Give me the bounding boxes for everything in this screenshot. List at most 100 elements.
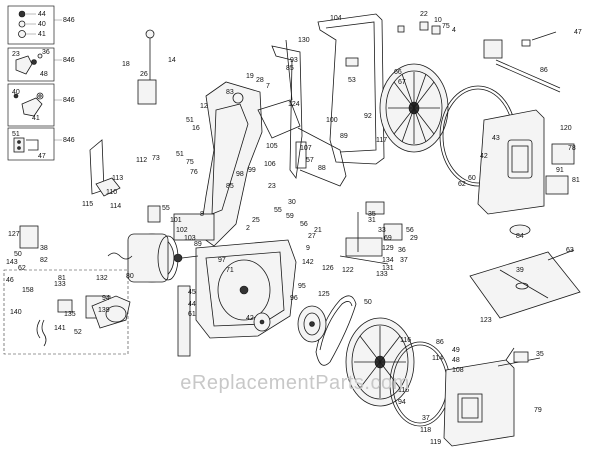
part-number-label: 53 — [348, 77, 356, 84]
part-number-label: 76 — [190, 169, 198, 176]
part-number-label: 69 — [384, 235, 392, 242]
part-number-label: 38 — [40, 245, 48, 252]
part-number-label: 122 — [342, 267, 354, 274]
part-number-label: 43 — [492, 135, 500, 142]
inset-labels: 44 40 41 846 23 36 48 846 40 41 846 51 4… — [12, 11, 75, 160]
part-number-label: 94 — [102, 295, 110, 302]
part-number-label: 141 — [54, 325, 66, 332]
part-number-label: 86 — [436, 339, 444, 346]
part-number-label: 89 — [194, 241, 202, 248]
part-number-label: 36 — [398, 247, 406, 254]
part-number-label: 124 — [288, 101, 300, 108]
saw-table — [469, 224, 581, 319]
part-number-label: 39 — [516, 267, 524, 274]
part-number-label: 14 — [168, 57, 176, 64]
small-parts — [89, 21, 441, 265]
part-number-label: 73 — [152, 155, 160, 162]
part-number-label: 67 — [398, 79, 406, 86]
part-number-label: 129 — [382, 245, 394, 252]
part-number-label: 30 — [288, 199, 296, 206]
inset-label: 846 — [63, 17, 75, 24]
blade-guard-frame — [271, 45, 347, 187]
part-number-label: 123 — [480, 317, 492, 324]
part-number-label: 79 — [534, 407, 542, 414]
part-number-label: 35 — [368, 211, 376, 218]
part-number-label: 49 — [452, 347, 460, 354]
part-number-label: 133 — [54, 281, 66, 288]
part-number-label: 44 — [188, 301, 196, 308]
part-number-label: 134 — [382, 257, 394, 264]
inset-label: 41 — [38, 31, 46, 38]
upper-wheel — [379, 63, 449, 153]
part-number-label: 97 — [218, 257, 226, 264]
part-number-label: 55 — [274, 207, 282, 214]
inset-clamp — [7, 127, 62, 161]
part-number-label: 106 — [264, 161, 276, 168]
part-number-label: 115 — [82, 201, 93, 208]
part-number-label: 50 — [364, 299, 372, 306]
part-number-label: 119 — [430, 439, 441, 446]
side-cover-upper — [477, 109, 575, 215]
inset-label: 48 — [40, 71, 48, 78]
pulley — [253, 305, 327, 343]
part-number-label: 85 — [226, 183, 234, 190]
side-cover-lower — [443, 347, 541, 447]
electrical-inset — [3, 225, 131, 355]
part-number-label: 56 — [406, 227, 414, 234]
part-number-label: 104 — [330, 15, 342, 22]
part-number-label: 56 — [300, 221, 308, 228]
part-number-label: 51 — [176, 151, 184, 158]
inset-label: 846 — [63, 97, 75, 104]
part-number-label: 86 — [540, 67, 548, 74]
part-number-label: 62 — [458, 181, 466, 188]
part-number-label: 25 — [252, 217, 260, 224]
inset-label: 47 — [38, 153, 46, 160]
part-number-label: 21 — [314, 227, 322, 234]
part-number-label: 51 — [186, 117, 194, 124]
part-number-label: 80 — [126, 273, 134, 280]
part-number-label: 59 — [286, 213, 294, 220]
part-number-label: 60 — [468, 175, 476, 182]
part-number-label: 89 — [340, 133, 348, 140]
part-number-label: 37 — [400, 257, 408, 264]
upper-wheel-cover — [317, 13, 385, 165]
part-number-label: 26 — [140, 71, 148, 78]
inset-label: 41 — [32, 115, 40, 122]
inset-label: 40 — [12, 89, 20, 96]
part-number-label: 135 — [64, 311, 76, 318]
part-number-label: 12 — [200, 103, 208, 110]
part-number-label: 84 — [516, 233, 524, 240]
part-number-label: 48 — [452, 357, 460, 364]
part-number-label: 125 — [318, 291, 330, 298]
part-number-label: 132 — [96, 275, 108, 282]
part-number-label: 130 — [298, 37, 310, 44]
part-number-label: 81 — [572, 177, 580, 184]
part-number-label: 57 — [306, 157, 314, 164]
part-number-label: 94 — [398, 399, 406, 406]
part-number-label: 96 — [290, 295, 298, 302]
part-number-label: 33 — [378, 227, 386, 234]
part-number-label: 98 — [236, 171, 244, 178]
part-number-label: 143 — [6, 259, 18, 266]
part-number-label: 116 — [400, 337, 411, 344]
part-number-label: 139 — [98, 307, 110, 314]
part-number-label: 92 — [364, 113, 372, 120]
inset-bracket — [7, 47, 62, 82]
part-number-label: 50 — [14, 251, 22, 258]
part-number-label: 46 — [6, 277, 14, 284]
part-number-label: 95 — [298, 283, 306, 290]
part-number-label: 105 — [266, 143, 278, 150]
inset-knob — [7, 83, 62, 127]
inset-label: 44 — [38, 11, 46, 18]
inset-label: 51 — [12, 131, 20, 138]
part-number-label: 7 — [266, 83, 270, 90]
part-number-label: 23 — [268, 183, 276, 190]
part-number-label: 42 — [246, 315, 254, 322]
part-number-label: 28 — [256, 77, 264, 84]
inset-fasteners — [7, 5, 62, 45]
lower-frame — [173, 213, 297, 357]
inset-label: 40 — [38, 21, 46, 28]
part-number-label: 108 — [452, 367, 464, 374]
part-number-label: 31 — [368, 217, 376, 224]
